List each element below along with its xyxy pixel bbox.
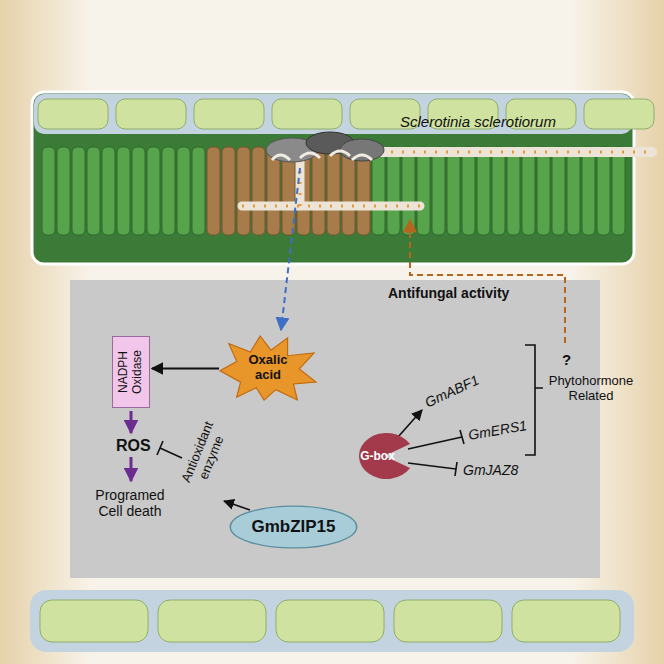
epidermis-cell [194, 99, 264, 129]
palisade-cell [582, 147, 595, 235]
palisade-cell [162, 147, 175, 235]
palisade-cell [147, 147, 160, 235]
lower-cell [394, 600, 502, 642]
palisade-cell [432, 147, 445, 235]
text-label: Sclerotinia sclerotiorum [400, 113, 556, 130]
palisade-cell [192, 147, 205, 235]
palisade-cell [237, 147, 250, 235]
palisade-cell [102, 147, 115, 235]
epidermis-cell [116, 99, 186, 129]
lower-cell-band [30, 590, 634, 652]
ell-node: GmbZIP15 [229, 505, 358, 549]
text-label: Phytohormone Related [543, 374, 639, 404]
ros-arrow [130, 411, 133, 433]
activation-arrow [398, 410, 422, 437]
node-text: G-box [360, 449, 405, 463]
upper-epidermis [34, 94, 632, 134]
palisade-cell [372, 147, 385, 235]
epidermis-cell [584, 99, 654, 129]
gbox-node: G-box [354, 433, 411, 479]
palisade-cell [537, 147, 550, 235]
palisade-cell [132, 147, 145, 235]
lower-cell [276, 600, 384, 642]
text-label: Programed Cell death [87, 487, 173, 519]
connector [152, 368, 219, 370]
inhibition-line [408, 430, 464, 476]
lower-cell [158, 600, 266, 642]
palisade-cell [117, 147, 130, 235]
palisade-cell [387, 147, 400, 235]
palisade-cell [57, 147, 70, 235]
palisade-cell [72, 147, 85, 235]
fungus [242, 132, 652, 206]
palisade-cell [312, 147, 325, 235]
activation-arrow [224, 501, 250, 510]
palisade-cell [447, 147, 460, 235]
palisade-cell [177, 147, 190, 235]
palisade-cell [612, 147, 625, 235]
palisade-cell [402, 147, 415, 235]
lower-cell [512, 600, 620, 642]
text-label: Antifungal activity [388, 285, 509, 301]
palisade-cell [222, 147, 235, 235]
leaf-section [32, 92, 634, 264]
node-text: Oxalic acid [239, 353, 297, 383]
palisade-cell [597, 147, 610, 235]
palisade-cell [567, 147, 580, 235]
palisade-cell [87, 147, 100, 235]
star-node: Oxalic acid [219, 335, 317, 401]
death-arrow [130, 457, 133, 481]
antifungal-arrow [410, 220, 565, 343]
palisade-cell [417, 147, 430, 235]
star-shape [220, 336, 316, 400]
node-text: NADPH Oxidase [117, 343, 145, 401]
palisade-cell [327, 147, 340, 235]
palisade-cell [507, 147, 520, 235]
bracket [525, 345, 543, 455]
lower-cell [40, 600, 148, 642]
palisade-cell [462, 147, 475, 235]
palisade-cell [207, 147, 220, 235]
inhibition-line [157, 441, 182, 458]
text-label: GmJAZ8 [463, 462, 518, 478]
palisade-cell [522, 147, 535, 235]
gbox-shape [359, 433, 410, 479]
secretion-arrow [281, 168, 300, 330]
palisade-cell [492, 147, 505, 235]
cells [38, 99, 654, 642]
palisade-cell [477, 147, 490, 235]
palisade-cell [552, 147, 565, 235]
cell-interior [70, 280, 600, 578]
ellipse-shape [230, 506, 356, 548]
palisade-cell [42, 147, 55, 235]
text-label: ROS [116, 437, 151, 455]
node-text: GmbZIP15 [251, 517, 335, 537]
palisade-cell [252, 147, 265, 235]
epidermis-cell [38, 99, 108, 129]
epidermis-cell [272, 99, 342, 129]
nadph-node: NADPH Oxidase [112, 336, 150, 408]
text-label: ? [562, 351, 571, 368]
